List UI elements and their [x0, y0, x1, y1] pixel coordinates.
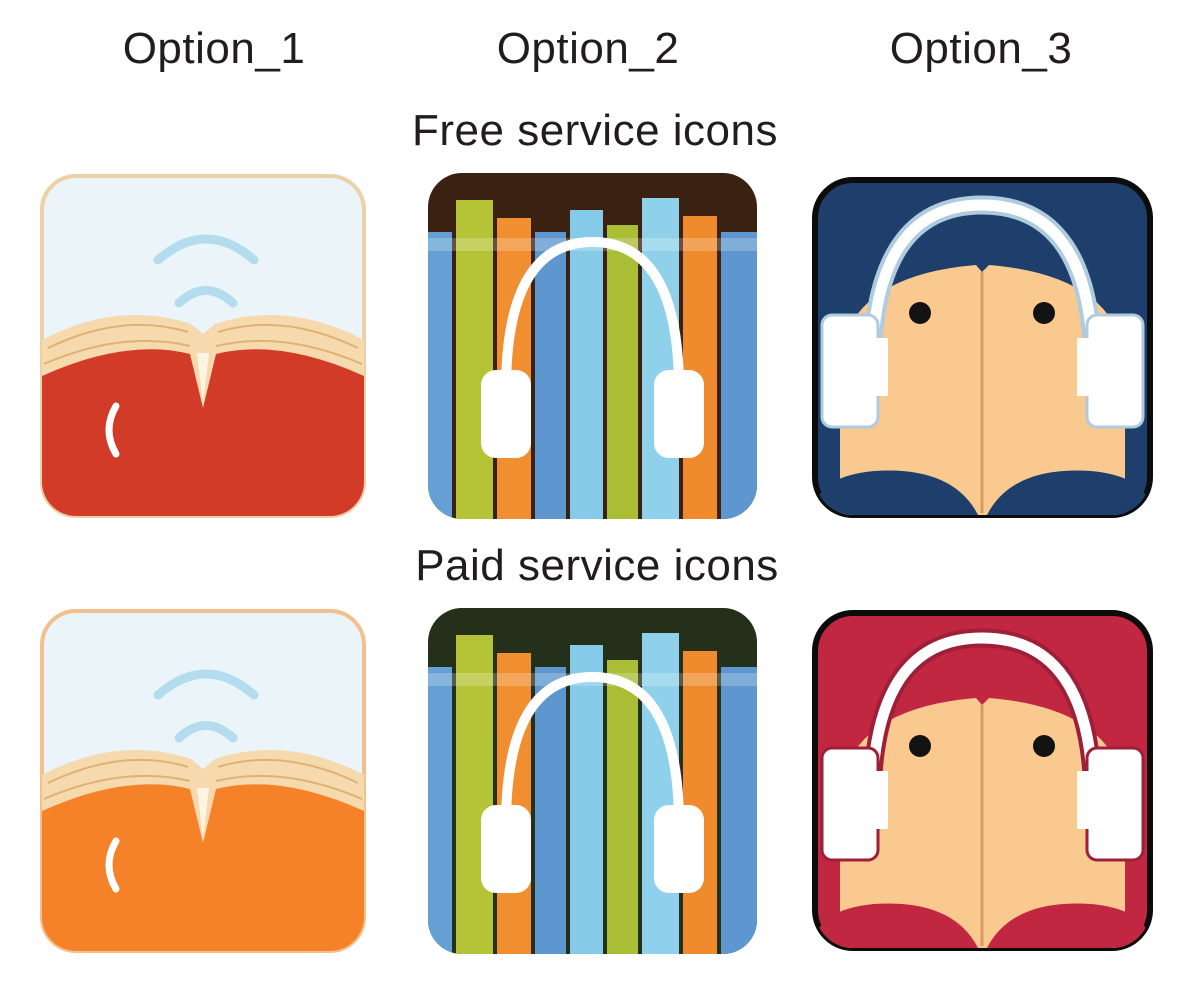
headphone-band — [501, 671, 684, 826]
page-line — [43, 774, 191, 800]
headphone-cup-right — [1077, 313, 1145, 429]
headphones-icon — [481, 671, 704, 893]
paid-section-title: Paid service icons — [415, 541, 779, 590]
sound-wave-outer-icon — [153, 669, 259, 700]
page-line — [43, 339, 191, 365]
free-section-title: Free service icons — [411, 106, 779, 155]
headphone-band — [501, 236, 684, 391]
book-face-headphones-icon — [812, 610, 1153, 951]
headphone-cup-left — [820, 746, 888, 862]
open-book-sound-waves-icon — [40, 174, 366, 518]
book-spines — [428, 198, 757, 519]
page-line — [215, 774, 363, 800]
headphone-band — [866, 199, 1099, 372]
cover-bottom-right — [987, 903, 1150, 948]
left-eye — [909, 302, 931, 324]
page-line — [217, 323, 359, 349]
column-header-option-1: Option_1 — [122, 24, 306, 73]
page-line — [215, 339, 363, 365]
book-face-headphones-icon — [812, 177, 1153, 518]
headphone-cup-right — [654, 805, 704, 893]
book-cover — [42, 784, 364, 951]
crescent-mark — [105, 837, 120, 893]
sound-wave-outer-icon — [153, 234, 259, 265]
cover-bottom-right — [987, 470, 1150, 515]
headphones-icon — [481, 236, 704, 458]
sound-wave-inner-icon — [174, 721, 238, 743]
paid-option-1-book-icon[interactable] — [38, 607, 368, 955]
bookshelf-headphones-icon — [428, 608, 757, 954]
book-cover — [42, 349, 364, 516]
headphone-cup-right — [654, 370, 704, 458]
column-header-option-2: Option_2 — [496, 24, 680, 73]
free-option-3-face-icon[interactable] — [810, 175, 1155, 520]
sound-wave-inner-icon — [174, 286, 238, 308]
headphone-cup-left — [481, 370, 531, 458]
crescent-mark — [105, 402, 120, 458]
column-header-option-3: Option_3 — [889, 24, 1073, 73]
spine-notch — [197, 353, 209, 404]
bookshelf-headphones-icon — [428, 173, 757, 519]
cover-bottom-left — [815, 903, 978, 948]
headphone-band — [866, 632, 1099, 805]
free-option-1-book-icon[interactable] — [38, 172, 368, 520]
spine-notch — [197, 788, 209, 839]
paid-option-3-face-icon[interactable] — [810, 608, 1155, 953]
right-eye — [1033, 735, 1055, 757]
cover-bottom-left — [815, 470, 978, 515]
left-eye — [909, 735, 931, 757]
page-line — [47, 323, 189, 349]
right-eye — [1033, 302, 1055, 324]
page-line — [217, 758, 359, 784]
headphone-cup-left — [481, 805, 531, 893]
free-option-2-shelf-icon[interactable] — [425, 170, 760, 522]
page-line — [47, 758, 189, 784]
headphone-cup-left — [820, 313, 888, 429]
headphone-cup-right — [1077, 746, 1145, 862]
open-book-sound-waves-icon — [40, 609, 366, 953]
paid-option-2-shelf-icon[interactable] — [425, 605, 760, 957]
